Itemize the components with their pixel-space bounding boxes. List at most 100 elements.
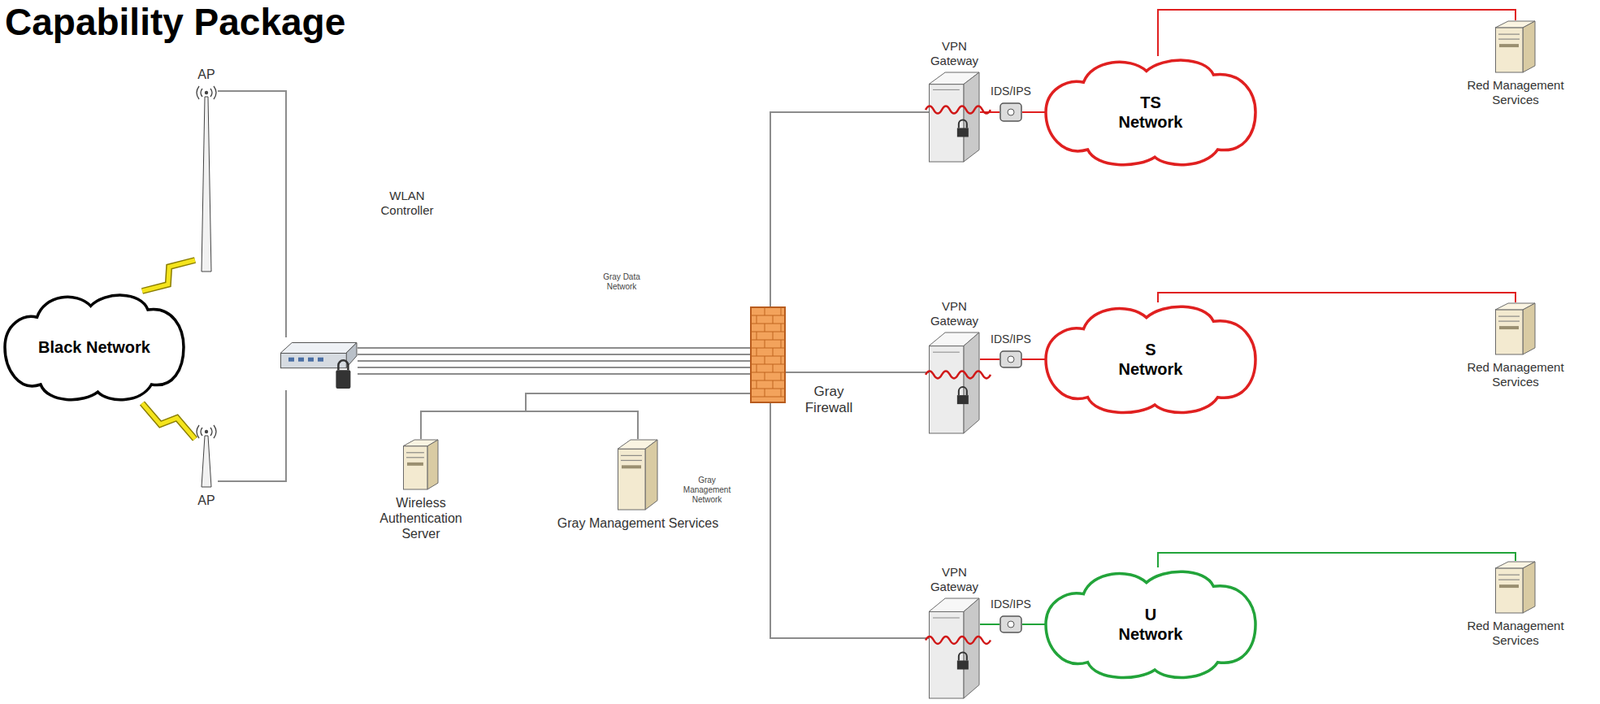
node-label: IDS/IPS xyxy=(990,597,1032,612)
access-point: AP xyxy=(195,85,218,273)
connector xyxy=(770,403,929,638)
connector xyxy=(525,393,751,439)
server: Red Management Services xyxy=(1495,302,1536,356)
ids-ips-icon xyxy=(999,101,1023,123)
node-label: Wireless Authentication Server xyxy=(368,494,474,543)
connector xyxy=(217,390,287,482)
vpn-gateway-icon xyxy=(928,71,980,163)
connector-line xyxy=(1157,292,1516,303)
connector xyxy=(785,372,929,373)
node-label: VPN Gateway xyxy=(918,39,992,69)
server-icon xyxy=(617,438,659,511)
connector-line xyxy=(785,371,929,373)
vpn-gateway-icon xyxy=(928,597,980,699)
network-label: Gray Data Network xyxy=(601,272,642,292)
connector xyxy=(1157,292,1516,303)
antenna-icon xyxy=(195,424,218,488)
connector xyxy=(979,359,1000,360)
cloud-shape xyxy=(1045,302,1256,417)
connector xyxy=(142,403,196,439)
node-label: IDS/IPS xyxy=(990,84,1032,99)
vpn-gateway: VPN Gateway xyxy=(928,331,980,434)
vpn-gateway: VPN Gateway xyxy=(928,71,980,163)
firewall-icon xyxy=(750,306,786,404)
wlan-controller: WLAN Controller xyxy=(280,337,358,391)
connector xyxy=(1022,624,1046,625)
connector xyxy=(420,393,751,439)
node-label: Gray Management Services xyxy=(532,515,744,531)
ids-ips: IDS/IPS xyxy=(999,349,1023,369)
connector xyxy=(1157,552,1516,568)
connector-line xyxy=(1157,9,1516,57)
vpn-gateway: VPN Gateway xyxy=(928,597,980,699)
connector xyxy=(142,260,196,291)
ids-ips-icon xyxy=(999,614,1023,634)
connector-line xyxy=(979,623,1000,625)
server-icon xyxy=(1495,560,1536,614)
ids-ips: IDS/IPS xyxy=(999,101,1023,123)
wireless-bolt xyxy=(142,260,196,291)
connector-line xyxy=(525,393,751,439)
connector-line xyxy=(357,346,751,349)
access-point: AP xyxy=(195,424,218,488)
wireless-bolt xyxy=(142,403,196,439)
antenna-icon xyxy=(195,85,218,273)
cloud-shape xyxy=(1045,56,1256,169)
wlan-controller-icon xyxy=(280,337,358,391)
connector-line xyxy=(770,403,929,638)
node-label: IDS/IPS xyxy=(990,332,1032,347)
node-label: Gray Firewall xyxy=(796,383,862,417)
connector xyxy=(979,624,1000,625)
firewall: Gray Firewall xyxy=(750,306,786,404)
page-title: Capability Package xyxy=(4,0,346,44)
node-label: AP xyxy=(197,66,215,83)
connector xyxy=(357,347,751,374)
connector-line xyxy=(357,359,751,362)
connector-line xyxy=(357,353,751,356)
vpn-gateway-icon xyxy=(928,331,980,434)
node-label: Red Management Services xyxy=(1446,359,1585,390)
network-label: Gray Management Network xyxy=(678,475,736,505)
node-label: AP xyxy=(197,492,215,508)
server: Wireless Authentication Server xyxy=(403,438,439,490)
connector-line xyxy=(1022,111,1046,113)
connector xyxy=(1022,112,1046,113)
wireless-bolt-outline xyxy=(142,260,196,291)
server: Gray Management Services xyxy=(617,438,659,511)
network-cloud: Black Network xyxy=(4,290,184,404)
connector-line xyxy=(357,372,751,375)
node-label: WLAN Controller xyxy=(362,188,452,218)
node-label: U Network xyxy=(1112,604,1190,644)
node-label: Red Management Services xyxy=(1446,78,1585,108)
server: Red Management Services xyxy=(1495,560,1536,614)
connector xyxy=(217,91,287,338)
connector-line xyxy=(1157,552,1516,568)
connector-line xyxy=(420,393,751,439)
server-icon xyxy=(403,438,439,490)
node-label: TS Network xyxy=(1112,92,1190,132)
connector-line xyxy=(1022,623,1046,625)
node-label: S Network xyxy=(1112,339,1190,379)
connector-line xyxy=(217,390,287,482)
cloud-shape xyxy=(1045,567,1256,681)
network-cloud: S Network xyxy=(1045,302,1256,417)
ids-ips-icon xyxy=(999,349,1023,369)
server-icon xyxy=(1495,302,1536,356)
network-cloud: U Network xyxy=(1045,567,1256,681)
server: Red Management Services xyxy=(1495,20,1536,74)
connector xyxy=(1157,9,1516,57)
network-cloud: TS Network xyxy=(1045,56,1256,169)
connector-line xyxy=(770,112,929,307)
node-label: Red Management Services xyxy=(1446,618,1585,648)
connector-line xyxy=(979,358,1000,360)
wireless-bolt-outline xyxy=(142,403,196,439)
connector-line xyxy=(1022,358,1046,360)
node-label: VPN Gateway xyxy=(918,299,992,329)
server-icon xyxy=(1495,20,1536,74)
node-label: VPN Gateway xyxy=(918,564,992,595)
connector-line xyxy=(217,91,287,338)
connector-line xyxy=(357,366,751,369)
ids-ips: IDS/IPS xyxy=(999,614,1023,634)
